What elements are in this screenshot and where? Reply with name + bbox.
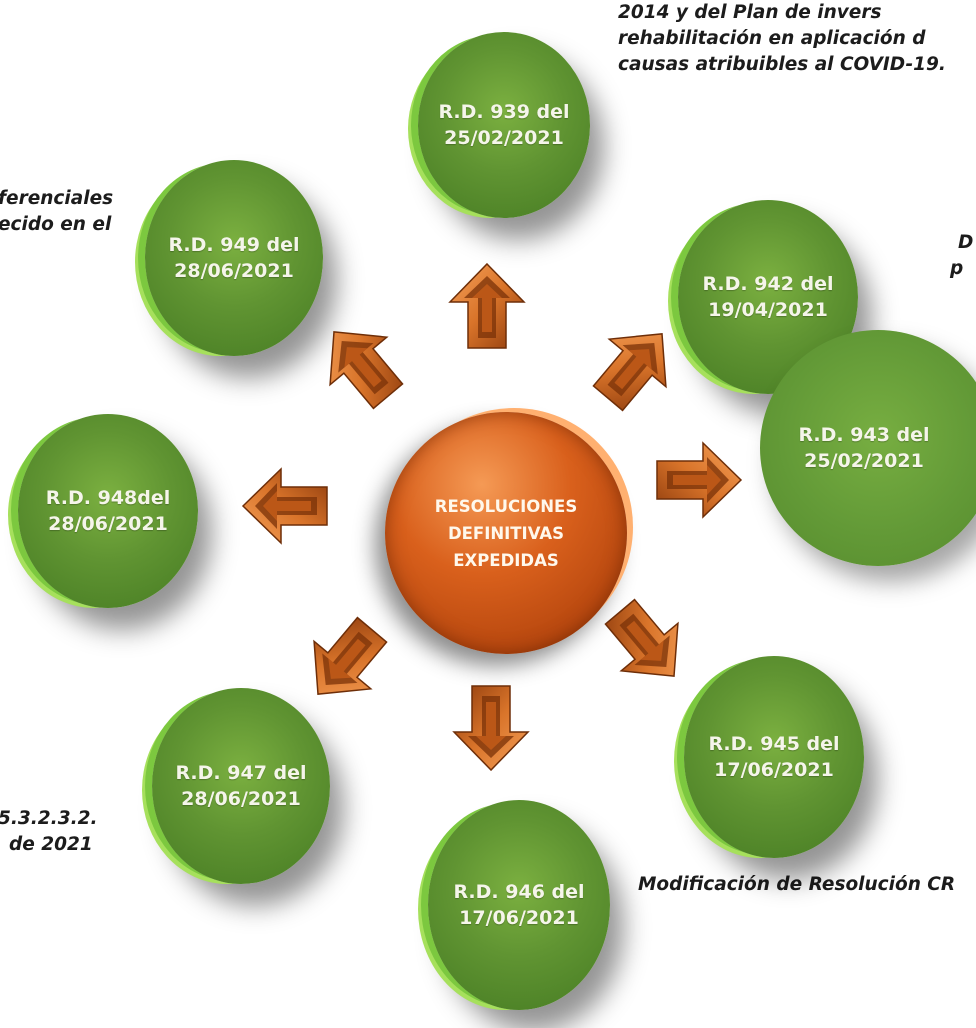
- node-rd-945: R.D. 945 del 17/06/2021: [684, 656, 864, 858]
- arrow-up-right-icon: [577, 307, 693, 425]
- arrow-up-icon: [448, 262, 526, 350]
- node-rd-948: R.D. 948del 28/06/2021: [18, 414, 198, 608]
- node-label: R.D. 945 del 17/06/2021: [708, 733, 840, 781]
- node-rd-942: R.D. 942 del 19/04/2021: [678, 200, 858, 394]
- annotation-line: de 2021: [9, 834, 93, 855]
- annotation-line: 2014 y del Plan de invers: [618, 2, 882, 23]
- annotation-bottom-right: Modificación de Resolución CR: [638, 872, 955, 898]
- annotation-line: D: [958, 232, 974, 253]
- annotation-right-upper: D p: [950, 230, 974, 282]
- annotation-line: Modificación de Resolución CR: [638, 874, 956, 895]
- annotation-left-lower: 5.3.2.3.2. de 2021: [0, 806, 98, 858]
- node-label: R.D. 947 del 28/06/2021: [175, 762, 307, 810]
- node-label: R.D. 939 del 25/02/2021: [438, 101, 570, 149]
- arrow-up-left-icon: [303, 305, 419, 423]
- arrow-down-right-icon: [589, 585, 705, 703]
- annotation-top-right: 2014 y del Plan de invers rehabilitación…: [618, 0, 946, 78]
- annotation-line: rehabilitación en aplicación d: [618, 28, 926, 49]
- node-rd-946: R.D. 946 del 17/06/2021: [428, 800, 610, 1010]
- node-rd-947: R.D. 947 del 28/06/2021: [152, 688, 330, 884]
- arrow-down-icon: [452, 684, 530, 772]
- center-node: RESOLUCIONES DEFINITIVAS EXPEDIDAS: [385, 412, 627, 654]
- annotation-line: ferenciales: [0, 188, 114, 209]
- annotation-line: causas atribuibles al COVID-19.: [618, 54, 946, 75]
- node-rd-939: R.D. 939 del 25/02/2021: [418, 32, 590, 218]
- node-label: R.D. 943 del 25/02/2021: [798, 424, 930, 472]
- arrow-down-left-icon: [287, 603, 403, 721]
- node-label: R.D. 949 del 28/06/2021: [168, 234, 300, 282]
- annotation-line: p: [950, 258, 964, 279]
- arrow-left-icon: [241, 467, 329, 545]
- annotation-line: ecido en el: [0, 214, 112, 235]
- arrow-right-icon: [655, 441, 743, 519]
- node-label: R.D. 946 del 17/06/2021: [453, 881, 585, 929]
- node-label: R.D. 948del 28/06/2021: [45, 487, 171, 535]
- center-label: RESOLUCIONES DEFINITIVAS EXPEDIDAS: [434, 496, 578, 570]
- node-label: R.D. 942 del 19/04/2021: [702, 273, 834, 321]
- annotation-line: 5.3.2.3.2.: [0, 808, 98, 829]
- annotation-left-upper: ferenciales ecido en el: [0, 186, 113, 238]
- node-rd-949: R.D. 949 del 28/06/2021: [145, 160, 323, 356]
- node-rd-943: R.D. 943 del 25/02/2021: [760, 330, 976, 566]
